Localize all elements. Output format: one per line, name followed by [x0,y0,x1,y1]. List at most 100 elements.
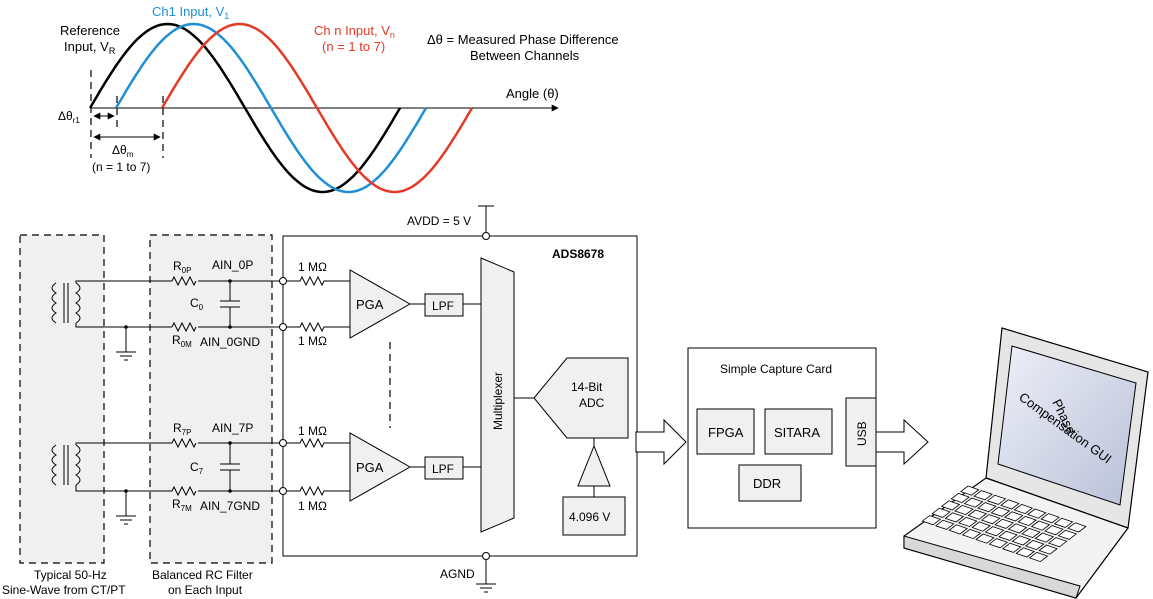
keyboard-key [1047,537,1068,548]
resistor-r7m [171,485,198,497]
sitara-label: SITARA [774,425,820,440]
keyboard-key [1034,532,1055,543]
keyboard-key [973,490,993,501]
keyboard-key [1057,529,1078,540]
keyboard-key [1024,539,1045,551]
keyboard-key [931,507,951,518]
phase-note-line2: Between Channels [470,48,580,63]
adc-label-line2: ADC [579,396,605,410]
keyboard-key [975,533,995,544]
res-4-label: 1 MΩ [298,499,327,513]
internal-resistor-2 [287,321,350,333]
keyboard-key [954,504,974,516]
transformer-block: Typical 50-Hz Sine-Wave from CT/PT [2,234,282,597]
keyboard-key [1000,499,1020,510]
dtheta-m-range: (n = 1 to 7) [92,160,150,174]
keyboard-key [1003,511,1024,522]
ddr-box [738,464,802,502]
keyboard-key [940,500,961,511]
keyboard-key [1038,544,1058,555]
multiplexer-label: Multiplexer [491,372,505,430]
pga-1-amplifier [349,269,412,339]
resistor-r0p [171,275,198,287]
keyboard-key [1001,542,1022,553]
keyboard-key [1013,503,1034,515]
waveform-section: Angle (θ) Reference Input, VR Ch1 Input,… [58,4,619,194]
usb-box [845,397,877,467]
keyboard-key [980,514,1001,525]
adc-chip: ADS8678 AVDD = 5 V AGND 1 MΩ 1 MΩ 1 MΩ 1… [279,205,638,593]
transformer-caption-line1: Typical 50-Hz [34,568,107,582]
keyboard-key [1015,547,1035,558]
keyboard-key [944,512,965,523]
card-to-laptop-arrow [875,418,929,466]
r7m-label: R7M [172,497,192,513]
keyboard-key [1067,522,1087,533]
adc-block [533,357,629,439]
agnd-label: AGND [440,567,475,581]
keyboard-key [1040,513,1060,524]
capacitor-c7 [220,441,240,493]
transformer-caption-line2: Sine-Wave from CT/PT [2,583,126,597]
keyboard-key [998,530,1018,541]
r0p-label: R0P [173,259,191,275]
vref-box [562,496,626,536]
keyboard-key [963,497,984,508]
keyboard-key [994,518,1014,529]
sitara-box [764,408,833,455]
pga-2-amplifier [349,432,412,502]
laptop-keyboard [921,485,1087,563]
capture-card: Simple Capture Card FPGA SITARA DDR USB [687,347,877,529]
dtheta-r1-label: Δθr1 [58,109,80,125]
pin-ain-7p [279,439,287,447]
chn-label: Ch n Input, Vn [314,23,395,40]
fpga-label: FPGA [708,425,744,440]
adc-label-line1: 14-Bit [571,380,603,394]
keyboard-key [1017,515,1037,527]
ain-0gnd-label: AIN_0GND [200,335,260,349]
keyboard-key [971,521,991,532]
reference-label-line1: Reference [60,23,120,38]
laptop-icon: Phase Compensation GUI [903,327,1149,599]
internal-resistor-1 [287,275,350,287]
filter-dashed-box [149,234,273,564]
lpf-1-label: LPF [432,299,454,313]
lpf-2-label: LPF [432,462,454,476]
lpf-2-box [424,456,464,480]
multiplexer-block [480,257,515,533]
adc-to-card-arrow [635,418,687,466]
keyboard-key [934,519,955,530]
keyboard-key [984,526,1005,537]
r7p-label: R7P [173,421,191,437]
keyboard-key [1030,520,1051,531]
ch1-wave [114,22,428,194]
lpf-1-box [424,293,464,317]
adc-chip-name: ADS8678 [552,247,604,261]
pin-ain-0gnd [279,323,287,331]
fpga-box [696,408,755,455]
avdd-label: AVDD = 5 V [407,214,471,228]
internal-resistor-3 [287,437,350,449]
keyboard-key [967,509,988,520]
filter-caption-line1: Balanced RC Filter [152,568,253,582]
keyboard-key [959,485,980,496]
laptop-screen [997,345,1137,506]
ddr-label: DDR [753,476,781,491]
keyboard-key [988,538,1009,549]
keyboard-key [977,502,997,513]
angle-label: Angle (θ) [506,86,559,101]
ain-7gnd-label: AIN_7GND [200,499,260,513]
c7-label: C7 [190,460,204,476]
ain-0p-label: AIN_0P [212,258,253,272]
keyboard-key [948,524,968,535]
c0-label: C0 [190,296,204,312]
keyboard-key [961,528,982,540]
capture-card-title: Simple Capture Card [720,362,832,376]
pga-1-label: PGA [356,297,384,312]
keyboard-key [921,515,942,526]
filter-caption-line2: on Each Input [168,583,243,597]
adc-chip-box [282,235,638,557]
keyboard-key [1007,523,1028,534]
